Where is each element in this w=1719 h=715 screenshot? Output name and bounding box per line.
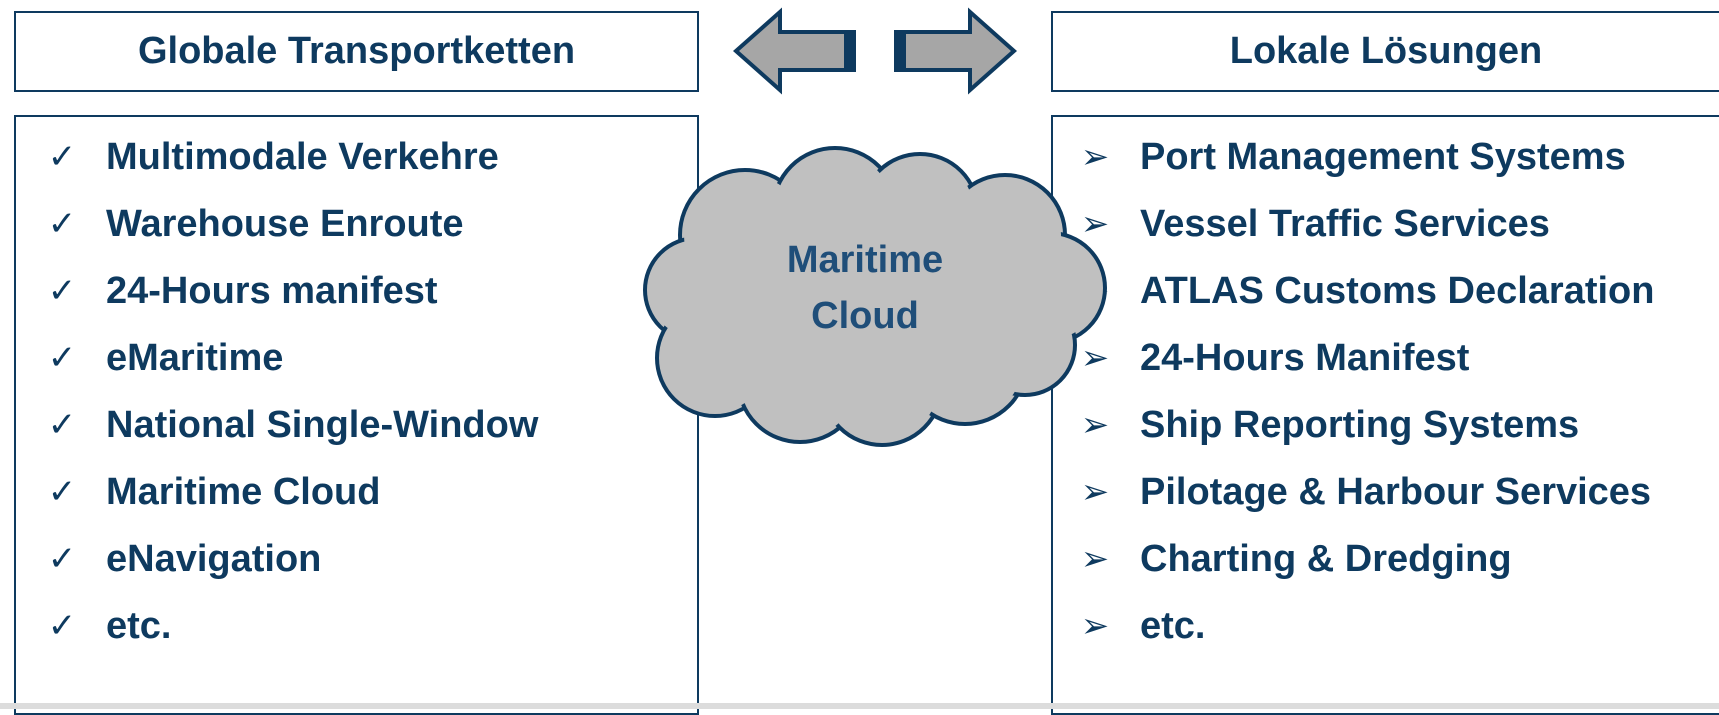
left-list-item: ✓ National Single-Window: [16, 395, 539, 455]
left-list-item: ✓ etc.: [16, 596, 172, 656]
arrowhead-bullet-icon: ➢: [1080, 472, 1110, 512]
arrowhead-bullet-icon: ➢: [1080, 338, 1110, 378]
checkmark-icon: ✓: [47, 405, 77, 445]
right-item-label: Vessel Traffic Services: [1140, 202, 1550, 245]
left-item-label: National Single-Window: [106, 403, 539, 446]
left-header-title: Globale Transportketten: [137, 30, 576, 72]
right-list-item: ➢ Port Management Systems: [1053, 127, 1626, 187]
cloud-label-line-2: Cloud: [811, 295, 919, 337]
arrow-left-icon: [732, 7, 856, 95]
right-item-label: 24-Hours Manifest: [1140, 336, 1470, 379]
checkmark-icon: ✓: [47, 338, 77, 378]
right-header-title: Lokale Lösungen: [1229, 30, 1543, 72]
checkmark-icon: ✓: [47, 606, 77, 646]
checkmark-icon: ✓: [47, 271, 77, 311]
right-list-item: ➢ 24-Hours Manifest: [1053, 328, 1470, 388]
left-item-label: etc.: [106, 604, 172, 647]
left-list-item: ✓ eMaritime: [16, 328, 284, 388]
left-item-label: eMaritime: [106, 336, 284, 379]
right-list-box: ➢ Port Management Systems ➢ Vessel Traffic…: [1051, 115, 1719, 715]
right-item-label: etc.: [1140, 604, 1206, 647]
right-item-label: Port Management Systems: [1140, 135, 1626, 178]
right-item-label: Pilotage & Harbour Services: [1140, 470, 1652, 513]
left-item-label: Multimodale Verkehre: [106, 135, 499, 178]
arrowhead-bullet-icon: ➢: [1080, 606, 1110, 646]
left-item-label: Warehouse Enroute: [106, 202, 464, 245]
checkmark-icon: ✓: [47, 204, 77, 244]
left-list-item: ✓ Warehouse Enroute: [16, 194, 464, 254]
arrowhead-bullet-icon: ➢: [1080, 405, 1110, 445]
right-list-item: ➢ Ship Reporting Systems: [1053, 395, 1579, 455]
left-list-item: ✓ 24-Hours manifest: [16, 261, 438, 321]
checkmark-icon: ✓: [47, 137, 77, 177]
right-header-box: Lokale Lösungen: [1051, 11, 1719, 92]
checkmark-icon: ✓: [47, 539, 77, 579]
left-item-label: Maritime Cloud: [106, 470, 381, 513]
right-list-item: ➢ Charting & Dredging: [1053, 529, 1512, 589]
cloud-icon: [643, 146, 1107, 447]
left-list-item: ✓ eNavigation: [16, 529, 322, 589]
right-list-item: ➢ATLAS Customs Declaration: [1053, 261, 1655, 321]
left-header-box: Globale Transportketten: [14, 11, 699, 92]
bottom-divider: [0, 703, 1719, 709]
cloud-label-line-1: Maritime: [786, 239, 944, 281]
right-list-item: ➢ Pilotage & Harbour Services: [1053, 462, 1651, 522]
left-list-item: ✓ Multimodale Verkehre: [16, 127, 499, 187]
arrowhead-bullet-icon: ➢: [1080, 137, 1110, 177]
arrowhead-bullet-icon: ➢: [1080, 204, 1110, 244]
right-item-label: Charting & Dredging: [1140, 537, 1512, 580]
left-item-label: 24-Hours manifest: [106, 269, 438, 312]
cloud-label: Maritime Cloud: [755, 232, 975, 344]
right-item-label: ATLAS Customs Declaration: [1140, 269, 1655, 312]
left-item-label: eNavigation: [106, 537, 322, 580]
left-list-item: ✓ Maritime Cloud: [16, 462, 381, 522]
arrowhead-bullet-icon: ➢: [1080, 539, 1110, 579]
right-list-item: ➢ etc.: [1053, 596, 1206, 656]
right-item-label: Ship Reporting Systems: [1140, 403, 1580, 446]
left-list-box: ✓ Multimodale Verkehre ✓ Warehouse Enroute…: [14, 115, 699, 715]
arrow-right-icon: [894, 7, 1018, 95]
right-list-item: ➢ Vessel Traffic Services: [1053, 194, 1550, 254]
checkmark-icon: ✓: [47, 472, 77, 512]
